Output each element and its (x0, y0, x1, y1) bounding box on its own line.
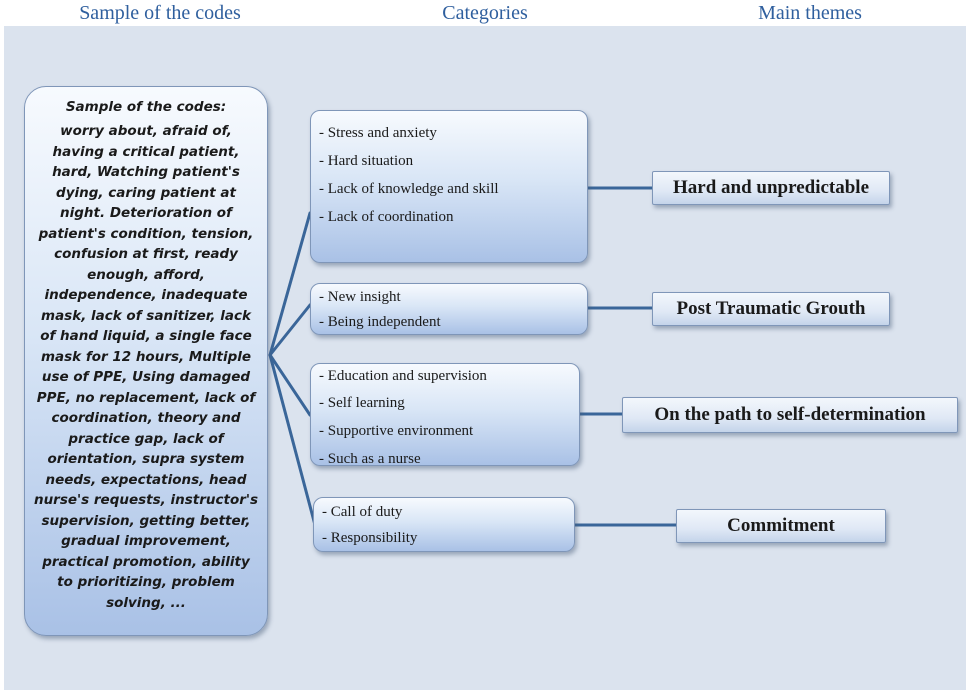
category-item: - Hard situation (319, 153, 414, 169)
category-box-1: - Stress and anxiety - Hard situation - … (310, 110, 588, 263)
category-item: - Stress and anxiety (319, 125, 437, 141)
header-sample-codes: Sample of the codes (79, 2, 241, 24)
category-item: - Self learning (319, 395, 405, 411)
codes-box-title: Sample of the codes: (65, 99, 227, 115)
category-item: - Call of duty (322, 504, 403, 520)
theme-box-2: Post Traumatic Grouth (652, 292, 890, 326)
category-item: - Responsibility (322, 530, 418, 546)
category-box-2: - New insight - Being independent (310, 283, 588, 335)
category-item: - New insight (319, 289, 401, 305)
codes-box: Sample of the codes: worry about, afraid… (24, 86, 268, 636)
connector-codes-to-cat-1 (268, 211, 312, 357)
category-item: - Lack of coordination (319, 209, 454, 225)
theme-box-3: On the path to self-determination (622, 397, 958, 433)
connector-codes-to-cat-4 (268, 353, 317, 527)
header-main-themes: Main themes (758, 2, 862, 24)
connector-codes-to-cat-2 (268, 303, 312, 357)
category-item: - Such as a nurse (319, 451, 421, 467)
category-box-4: - Call of duty - Responsibility (313, 497, 575, 552)
header-categories: Categories (442, 2, 528, 24)
category-item: - Being independent (319, 314, 441, 330)
connector-codes-to-cat-3 (268, 353, 312, 417)
category-item: - Supportive environment (319, 423, 474, 439)
theme-box-4: Commitment (676, 509, 886, 543)
category-item: - Education and supervision (319, 368, 487, 384)
category-box-3: - Education and supervision - Self learn… (310, 363, 580, 467)
theme-box-1: Hard and unpredictable (652, 171, 890, 205)
codes-box-text: worry about, afraid of, having a critica… (33, 123, 259, 611)
category-item: - Lack of knowledge and skill (319, 181, 499, 197)
